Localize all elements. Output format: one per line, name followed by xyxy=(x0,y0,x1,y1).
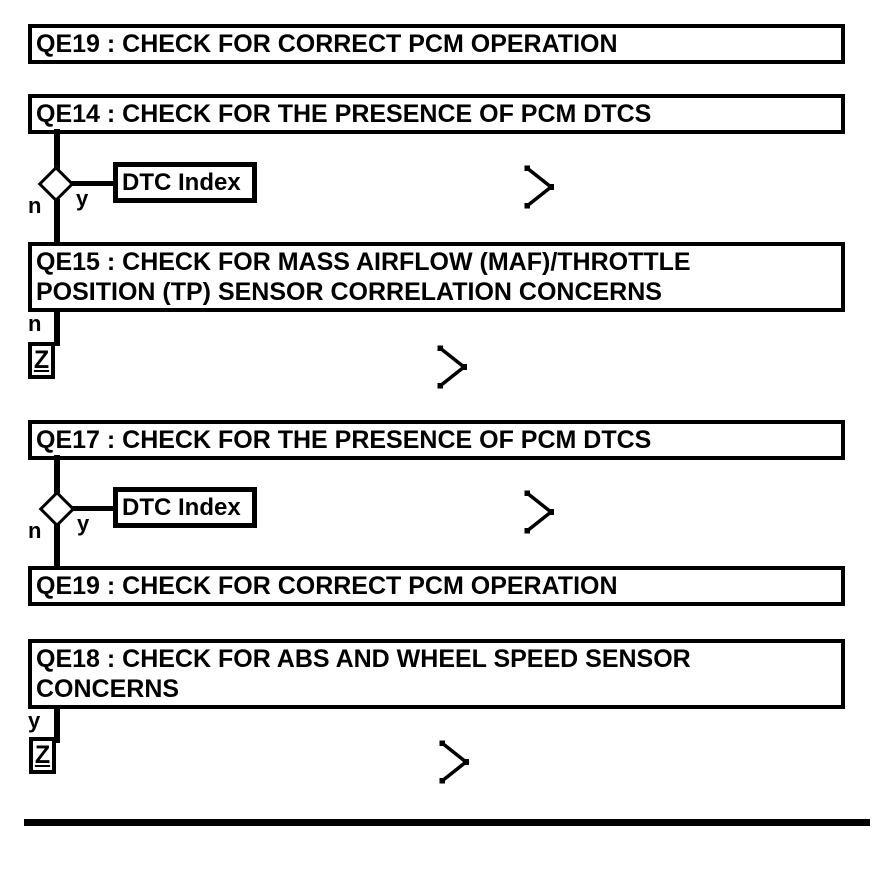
dtc-index-link[interactable]: DTC Index xyxy=(113,162,257,203)
no-branch-label: n xyxy=(28,518,42,543)
offpage-connector-z[interactable]: Z xyxy=(29,737,56,774)
flow-box-qe15: QE15 : CHECK FOR MASS AIRFLOW (MAF)/THRO… xyxy=(28,242,845,312)
section-divider xyxy=(24,819,870,826)
flow-box-qe19-top: QE19 : CHECK FOR CORRECT PCM OPERATION xyxy=(28,24,845,64)
connector-line xyxy=(54,455,60,498)
continue-chevron-icon[interactable] xyxy=(523,488,555,534)
yes-branch-label: y xyxy=(28,708,41,733)
connector-line xyxy=(54,524,60,568)
connector-line xyxy=(54,129,60,173)
continue-chevron-icon[interactable] xyxy=(438,738,470,784)
connector-letter: Z xyxy=(33,346,50,374)
connector-line xyxy=(71,181,115,186)
connector-line xyxy=(72,506,115,511)
decision-diamond xyxy=(37,165,75,203)
connector-letter: Z xyxy=(34,741,51,769)
yes-branch-label: y xyxy=(77,511,90,536)
flow-box-qe19-mid: QE19 : CHECK FOR CORRECT PCM OPERATION xyxy=(28,566,845,606)
flow-box-qe14: QE14 : CHECK FOR THE PRESENCE OF PCM DTC… xyxy=(28,94,845,134)
flow-box-qe18: QE18 : CHECK FOR ABS AND WHEEL SPEED SEN… xyxy=(28,639,845,709)
decision-diamond xyxy=(38,490,76,528)
connector-line xyxy=(54,199,60,244)
yes-branch-label: y xyxy=(76,186,89,211)
no-branch-label: n xyxy=(28,311,42,336)
connector-line xyxy=(54,705,60,743)
continue-chevron-icon[interactable] xyxy=(523,163,555,209)
offpage-connector-z[interactable]: Z xyxy=(28,342,55,379)
continue-chevron-icon[interactable] xyxy=(436,343,468,389)
no-branch-label: n xyxy=(28,193,42,218)
connector-line xyxy=(54,310,60,346)
flow-box-qe17: QE17 : CHECK FOR THE PRESENCE OF PCM DTC… xyxy=(28,420,845,460)
dtc-index-link[interactable]: DTC Index xyxy=(113,487,257,528)
